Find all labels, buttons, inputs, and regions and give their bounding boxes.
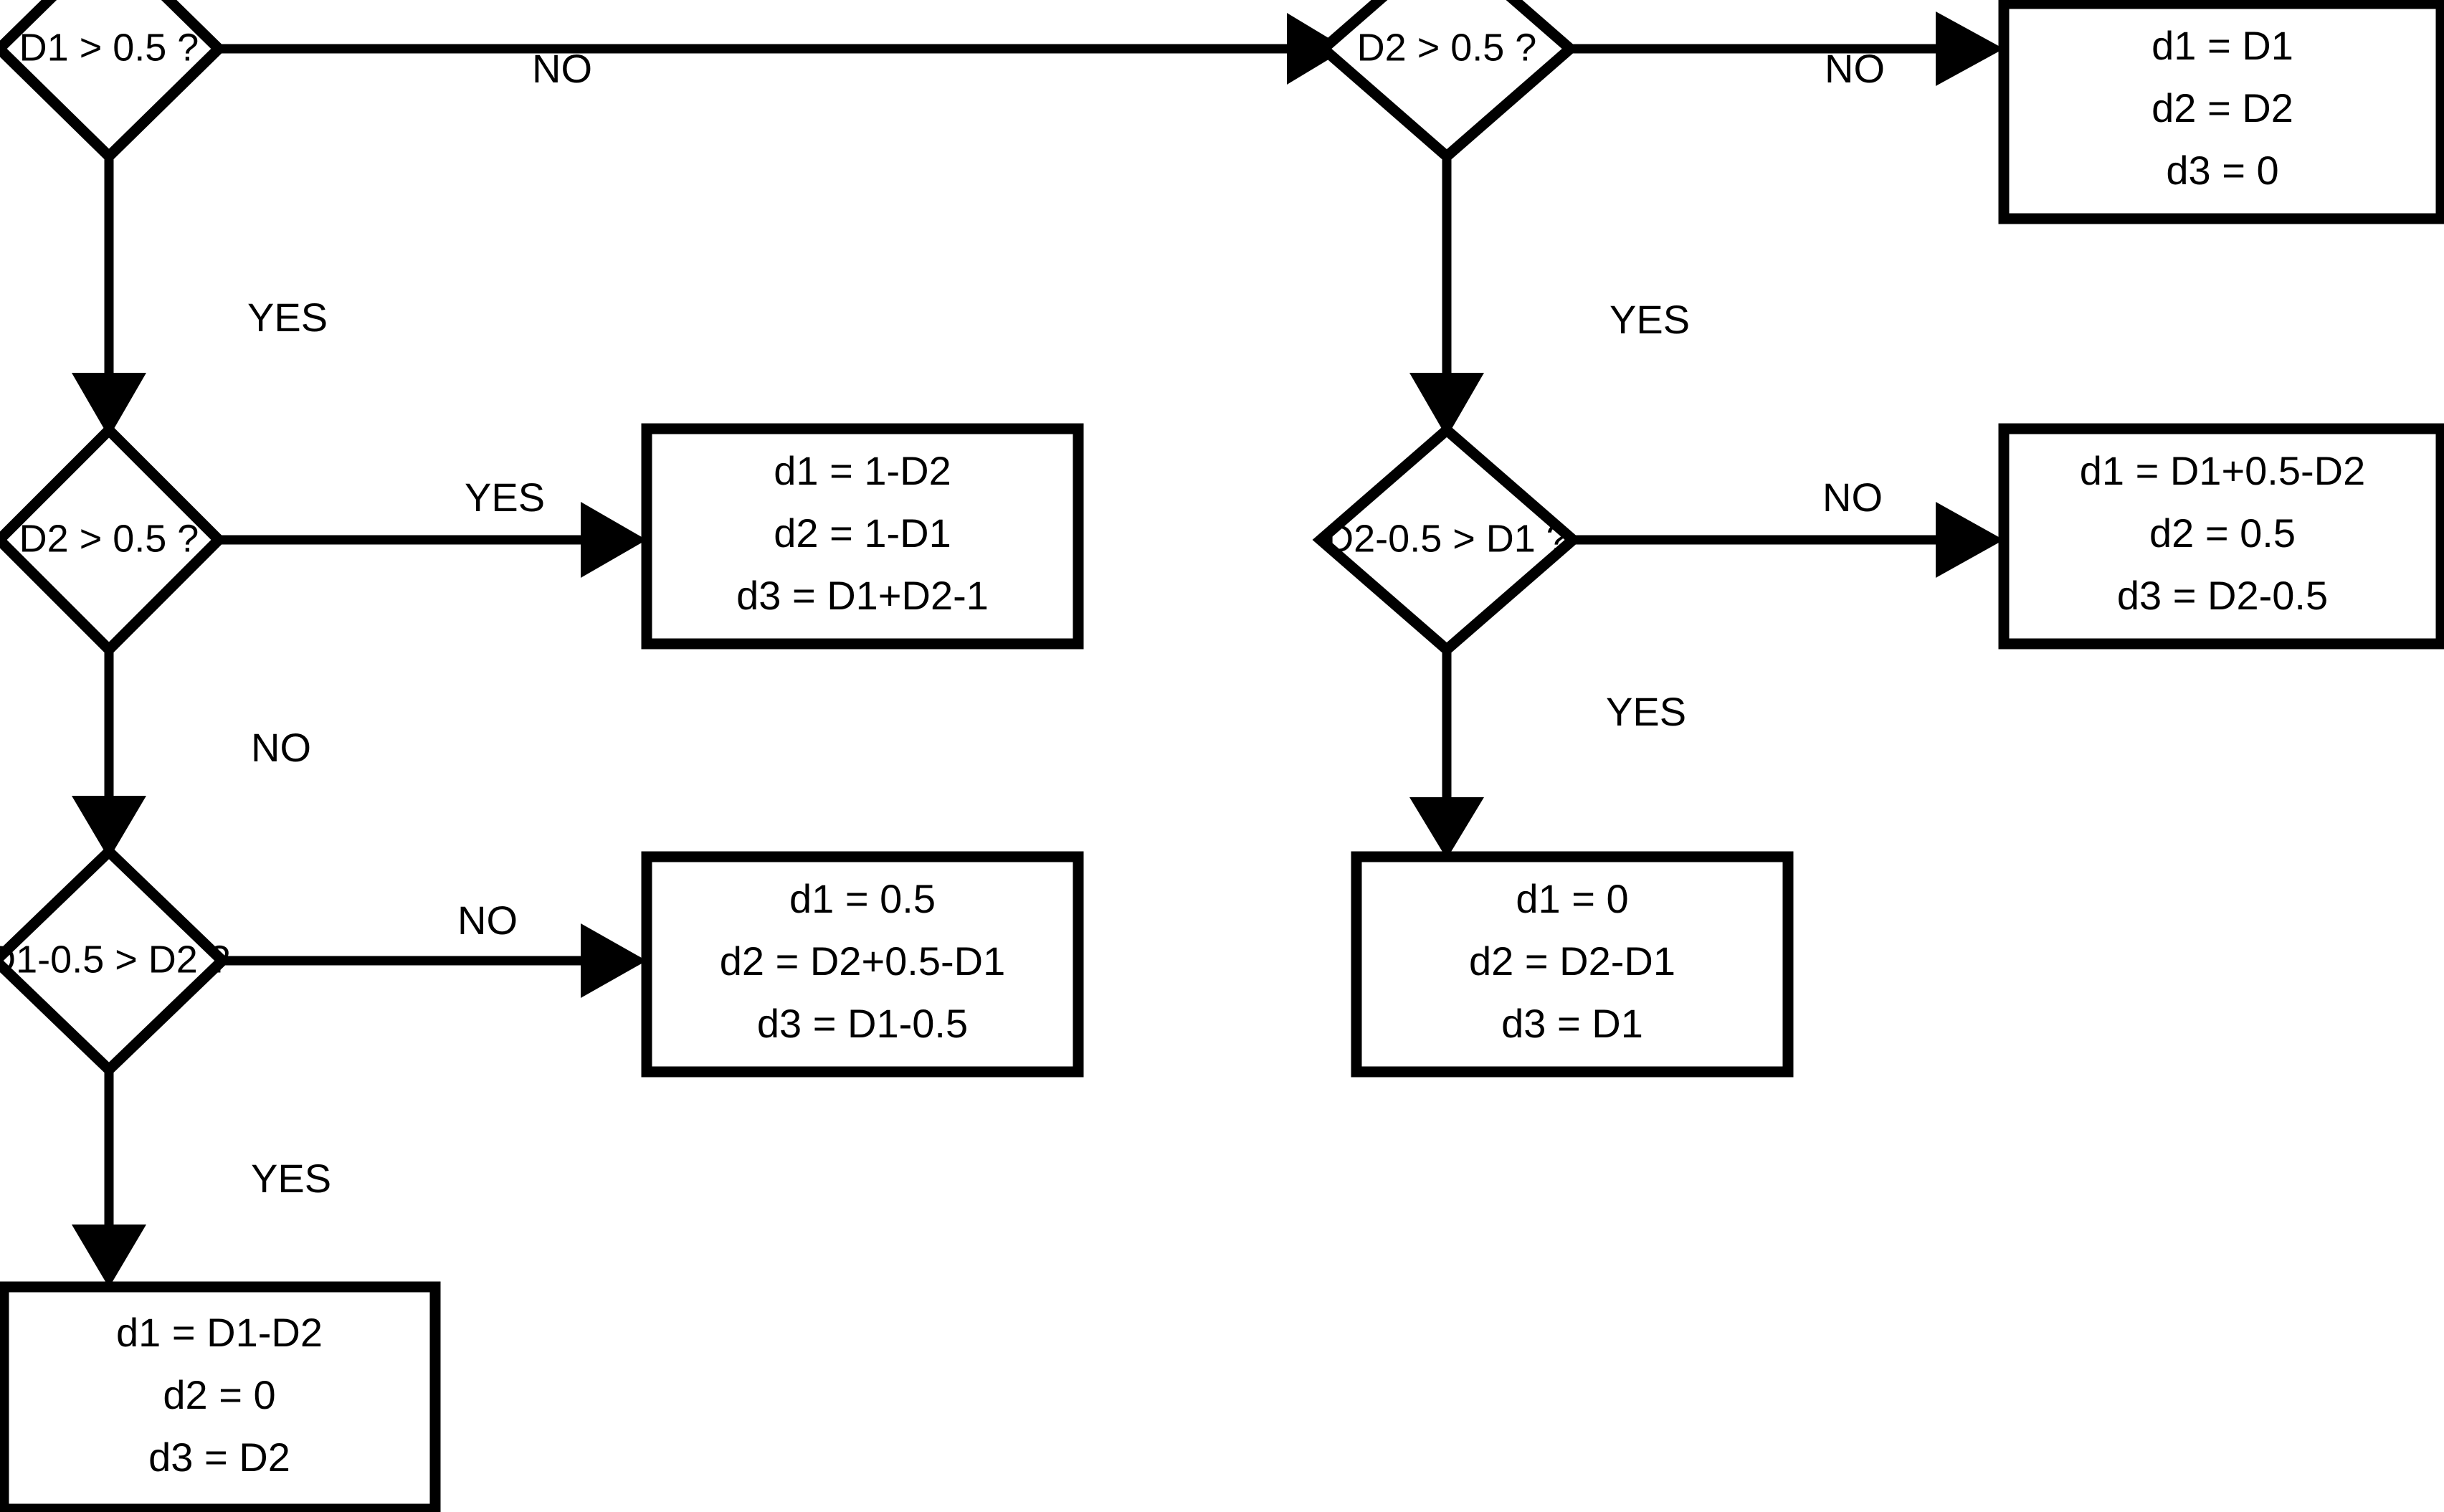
process-box <box>1998 0 2444 224</box>
edge-d1m05-yes-to-box: YES <box>72 1070 331 1288</box>
process-line-3: d3 = D1-0.5 <box>757 1001 968 1046</box>
edge-d1-no-to-d2top: NO <box>219 13 1346 91</box>
process-line-2: d2 = 0.5 <box>2149 510 2296 556</box>
decision-label: D2 > 0.5 ? <box>1357 26 1537 69</box>
diamond-shape <box>0 0 227 164</box>
process-line-2: d2 = 0 <box>163 1372 275 1417</box>
process-line-1: d1 = 1-D2 <box>774 448 951 493</box>
arrowhead-icon <box>72 1225 146 1288</box>
edge-d2left-no-to-d1m05: NO <box>72 613 311 859</box>
decision-d1-gt-05[interactable]: D1 > 0.5 ? <box>0 0 227 164</box>
decision-d2-minus-05-gt-d1[interactable]: D2-0.5 > D1 ? <box>1312 423 1582 657</box>
edge-d2m05-no-to-box: NO <box>1573 475 2004 578</box>
process-box <box>0 1281 441 1512</box>
process-box <box>641 423 1084 650</box>
edge-d1-yes-to-d2left: YES <box>72 120 328 437</box>
process-line-3: d3 = D1+D2-1 <box>736 573 989 618</box>
arrowhead-icon <box>72 796 146 859</box>
diamond-shape <box>1312 423 1582 657</box>
edge-label-no: NO <box>532 46 592 91</box>
edge-d2left-yes-to-box: YES <box>219 475 647 578</box>
edge-label-yes: YES <box>251 1156 331 1201</box>
edge-d2m05-yes-to-box: YES <box>1409 649 1686 859</box>
arrowhead-icon <box>1409 797 1484 859</box>
edge-label-no: NO <box>457 898 518 943</box>
process-line-1: d1 = D1 <box>2151 23 2293 68</box>
diamond-shape <box>0 844 230 1078</box>
decision-d1-minus-05-gt-d2[interactable]: D1-0.5 > D2 ? <box>0 844 230 1078</box>
process-box <box>1351 851 1794 1078</box>
diamond-shape <box>0 422 227 657</box>
edge-label-no: NO <box>1825 46 1885 91</box>
process-line-3: d3 = D2 <box>148 1435 290 1480</box>
process-line-1: d1 = 0 <box>1516 876 1628 921</box>
edge-label-no: NO <box>251 725 311 770</box>
arrowhead-icon <box>1936 11 2004 86</box>
decision-d2-gt-05-left[interactable]: D2 > 0.5 ? <box>0 422 227 657</box>
process-low-left[interactable]: d1 = 0.5 d2 = D2+0.5-D1 d3 = D1-0.5 <box>641 851 1084 1078</box>
edge-label-yes: YES <box>247 295 328 340</box>
arrowhead-icon <box>72 373 146 437</box>
process-line-2: d2 = 1-D1 <box>774 510 951 556</box>
process-line-3: d3 = D1 <box>1501 1001 1643 1046</box>
process-line-2: d2 = D2-D1 <box>1469 938 1675 984</box>
edge-label-yes: YES <box>465 475 545 520</box>
decision-label: D2-0.5 > D1 ? <box>1326 517 1568 560</box>
process-box <box>1998 423 2444 650</box>
process-line-1: d1 = 0.5 <box>789 876 936 921</box>
edge-label-no: NO <box>1822 475 1883 520</box>
edge-d2top-yes-to-d2m05: YES <box>1409 120 1690 437</box>
arrowhead-icon <box>1936 502 2004 578</box>
decision-d2-gt-05-top[interactable]: D2 > 0.5 ? <box>1315 0 1579 163</box>
process-box <box>641 851 1084 1078</box>
arrowhead-icon <box>581 502 647 578</box>
arrowhead-icon <box>581 923 647 998</box>
process-line-2: d2 = D2+0.5-D1 <box>720 938 1005 984</box>
decision-label: D1-0.5 > D2 ? <box>0 938 230 981</box>
edge-d1m05-no-to-box: NO <box>222 898 647 998</box>
process-top-right[interactable]: d1 = D1 d2 = D2 d3 = 0 <box>1998 0 2444 224</box>
process-line-2: d2 = D2 <box>2151 85 2293 130</box>
process-low-right[interactable]: d1 = 0 d2 = D2-D1 d3 = D1 <box>1351 851 1794 1078</box>
process-line-3: d3 = D2-0.5 <box>2117 573 2328 618</box>
decision-label: D1 > 0.5 ? <box>19 26 199 69</box>
arrowhead-icon <box>1409 373 1484 437</box>
decision-label: D2 > 0.5 ? <box>19 517 199 560</box>
process-bottom-left[interactable]: d1 = D1-D2 d2 = 0 d3 = D2 <box>0 1281 441 1512</box>
process-line-3: d3 = 0 <box>2166 148 2278 193</box>
process-line-1: d1 = D1-D2 <box>116 1310 323 1355</box>
diamond-shape <box>1315 0 1579 163</box>
edge-label-yes: YES <box>1609 297 1690 342</box>
process-line-1: d1 = D1+0.5-D2 <box>2080 448 2365 493</box>
edge-label-yes: YES <box>1606 689 1686 734</box>
edge-d2top-no-to-box: NO <box>1570 11 2004 91</box>
process-mid-right[interactable]: d1 = D1+0.5-D2 d2 = 0.5 d3 = D2-0.5 <box>1998 423 2444 650</box>
process-mid-left[interactable]: d1 = 1-D2 d2 = 1-D1 d3 = D1+D2-1 <box>641 423 1084 650</box>
